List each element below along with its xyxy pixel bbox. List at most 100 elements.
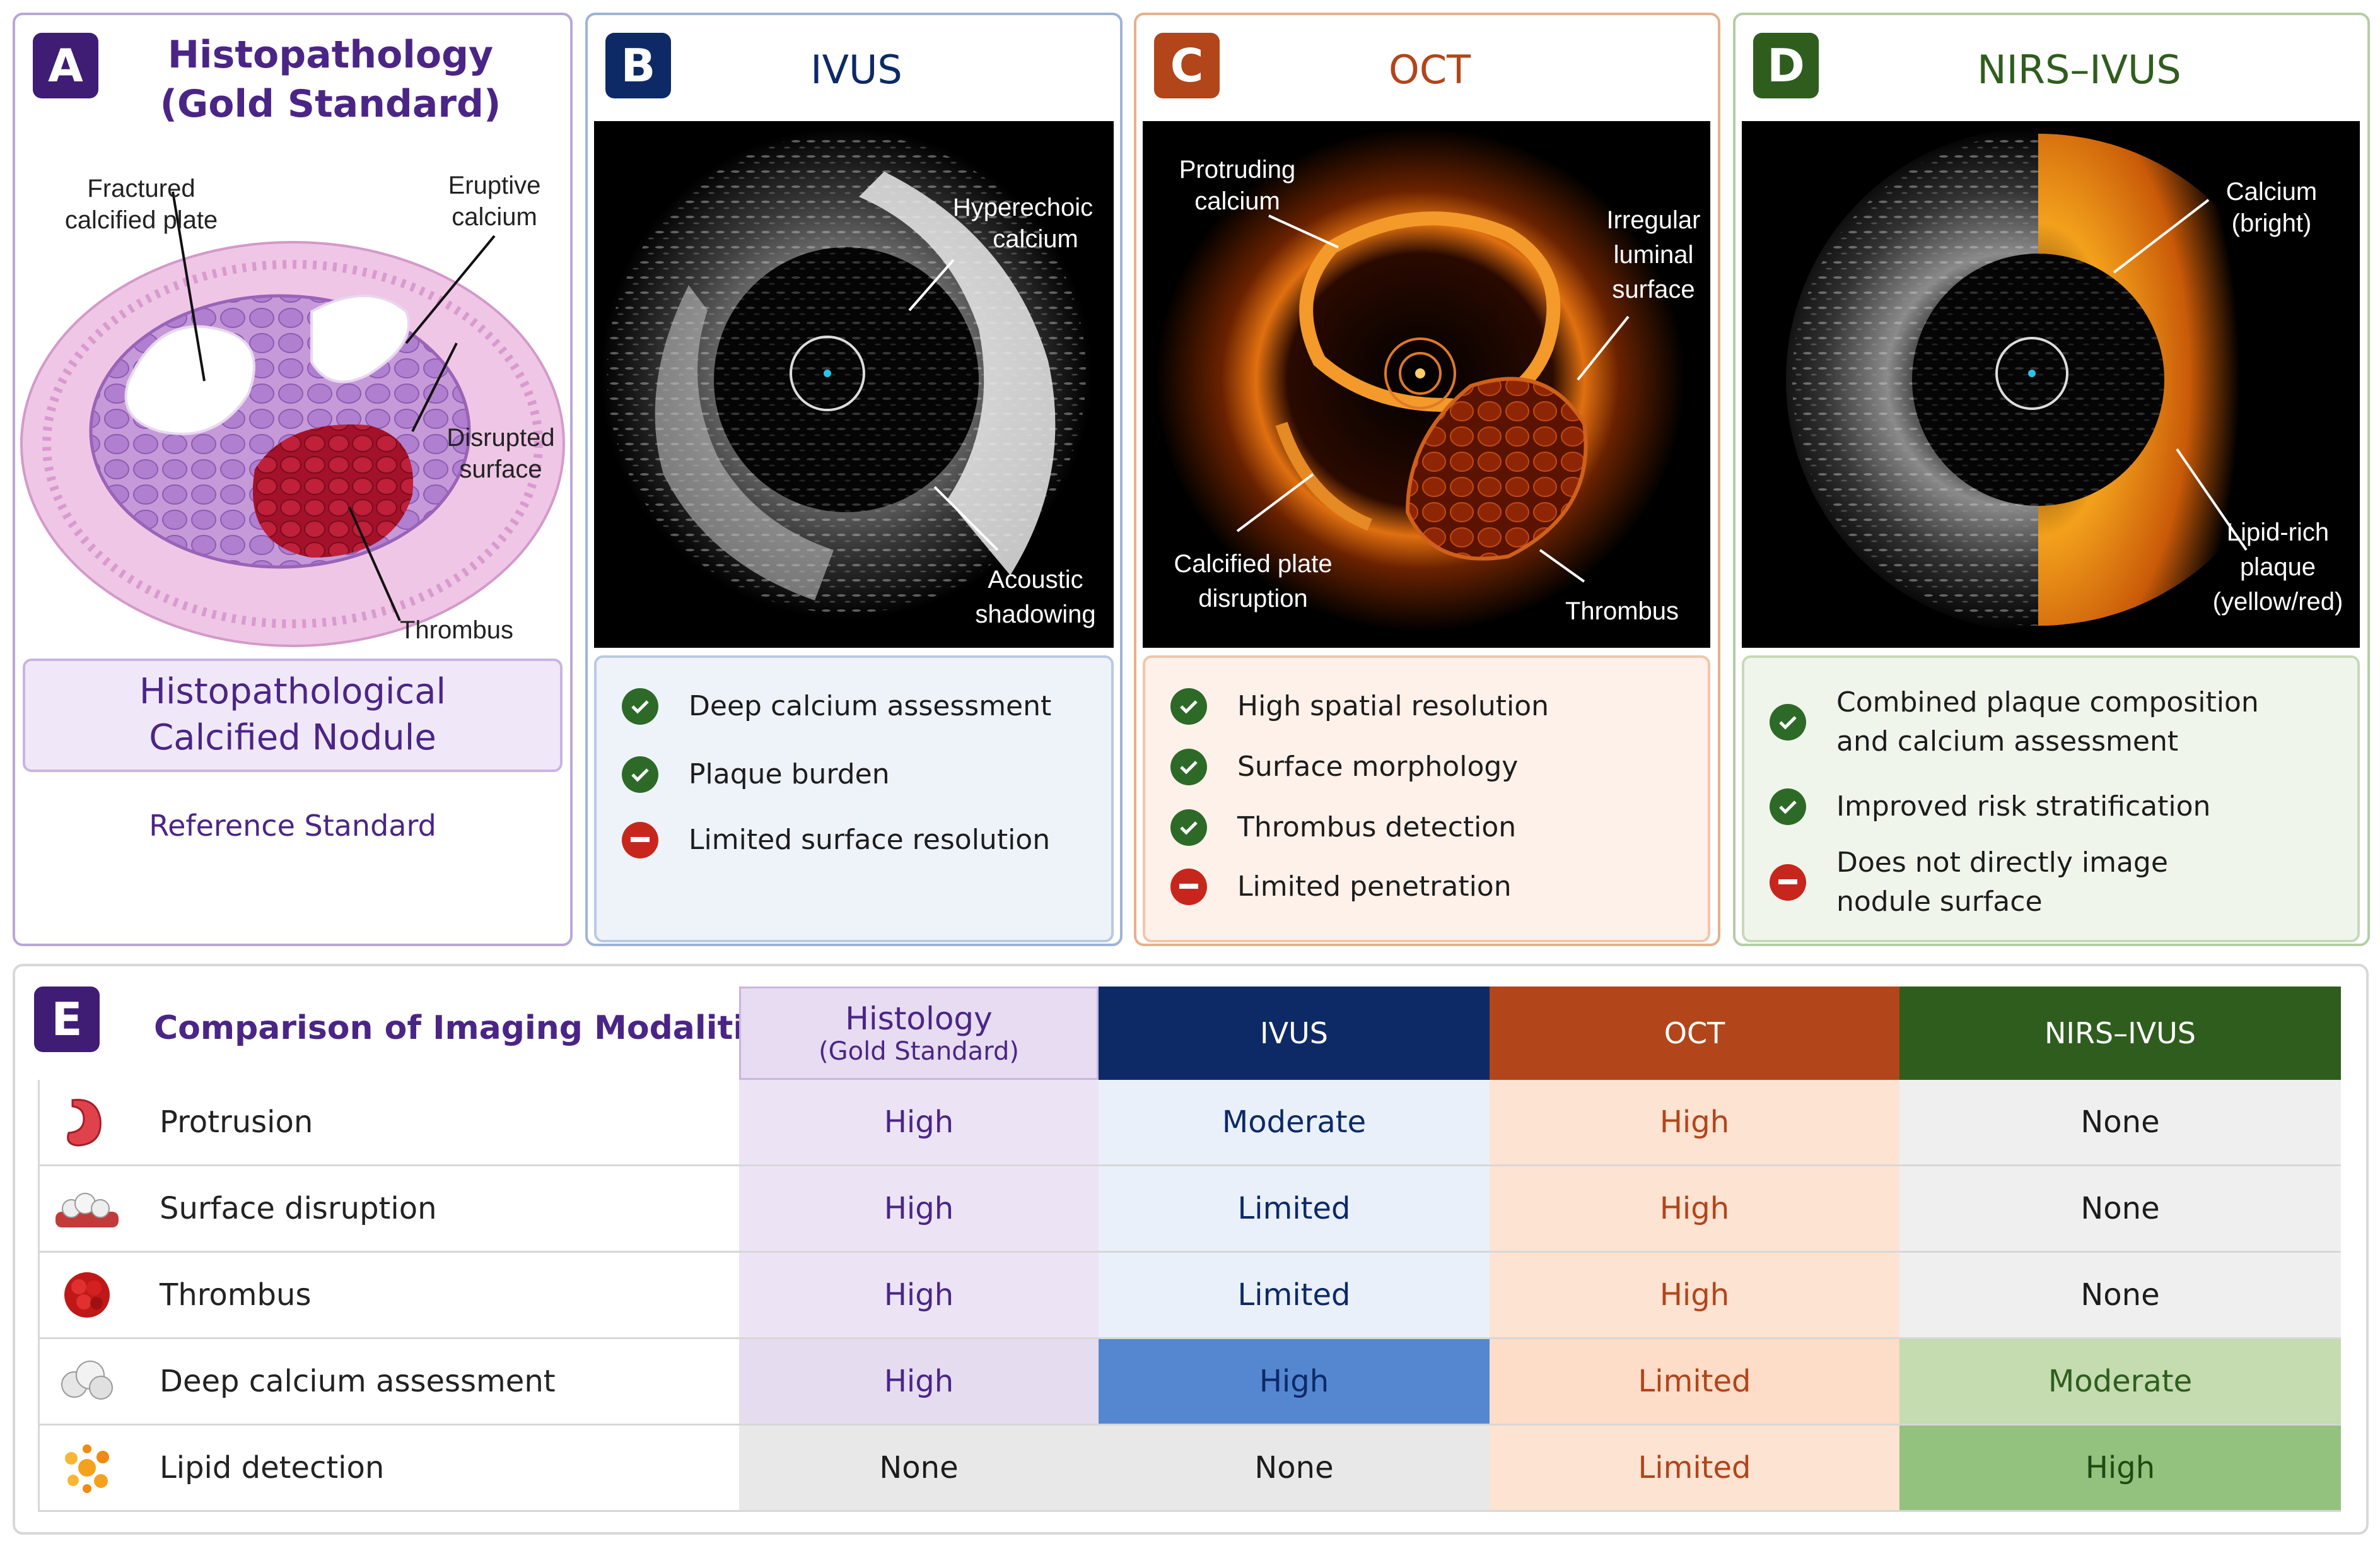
panel-b-title: IVUS <box>810 47 902 93</box>
table-cell: None <box>1099 1426 1490 1512</box>
panel-nirs-ivus: D NIRS–IVUS <box>1733 13 2370 946</box>
label-protruding-1: Protruding <box>1179 156 1296 184</box>
check-icon <box>622 756 658 793</box>
calcium-icon <box>40 1356 134 1407</box>
oct-feature-0: High spatial resolution <box>1170 687 1549 726</box>
ivus-feature-1-text: Plaque burden <box>689 758 890 790</box>
table-cell: High <box>1490 1253 1899 1339</box>
nirs-feature-1: Improved risk stratification <box>1770 787 2210 826</box>
label-acoustic-2: shadowing <box>975 600 1095 628</box>
histopathological-box: Histopathological Calcified Nodule <box>23 659 563 772</box>
nirs-feature-2: Does not directly image nodule surface <box>1770 843 2168 921</box>
comparison-title: Comparison of Imaging Modalities <box>154 1009 786 1047</box>
table-row-label: Protrusion <box>38 1080 739 1166</box>
table-cell: High <box>739 1080 1099 1166</box>
label-acoustic-1: Acoustic <box>988 566 1083 594</box>
check-icon <box>1170 748 1207 785</box>
check-icon <box>1770 703 1806 741</box>
box-line1: Histopathological <box>139 671 446 713</box>
table-cell: High <box>739 1253 1099 1339</box>
panel-a-badge: A <box>33 33 98 98</box>
column-header-oct: OCT <box>1490 987 1899 1080</box>
histopathology-illustration <box>20 191 565 647</box>
box-line2: Calcified Nodule <box>149 717 436 758</box>
oct-feature-2-text: Thrombus detection <box>1237 811 1517 843</box>
nirs-feature-2-text-1: Does not directly image <box>1836 846 2168 879</box>
row-label-text: Deep calcium assessment <box>160 1364 556 1399</box>
table-row-label: Lipid detection <box>38 1426 739 1512</box>
row-label-text: Protrusion <box>160 1104 313 1140</box>
minus-icon <box>1770 864 1806 901</box>
table-cell: Moderate <box>1899 1339 2341 1426</box>
label-lipid-1: Lipid-rich <box>2227 518 2329 546</box>
ivus-feature-0: Deep calcium assessment <box>622 687 1051 726</box>
table-cell: High <box>739 1166 1099 1253</box>
table-cell: Limited <box>1490 1426 1899 1512</box>
label-irregular-3: surface <box>1612 276 1695 303</box>
panel-d-badge: D <box>1753 33 1819 98</box>
table-cell: None <box>1899 1080 2341 1166</box>
panel-e-badge: E <box>34 987 100 1052</box>
label-thrombus: Thrombus <box>1565 597 1679 625</box>
ivus-feature-0-text: Deep calcium assessment <box>689 690 1052 722</box>
label-fractured-2: calcified plate <box>65 206 218 234</box>
label-calcium-1: Calcium <box>2226 178 2317 206</box>
nirs-feature-2-text-2: nodule surface <box>1836 885 2043 918</box>
table-cell: High <box>739 1339 1099 1426</box>
label-disrupted-2: surface <box>459 455 542 483</box>
panel-a-labels: Fractured calcified plate Eruptive calci… <box>65 172 555 644</box>
nirs-feature-0-text-2: and calcium assessment <box>1836 725 2179 758</box>
ivus-feature-2-text: Limited surface resolution <box>689 824 1051 856</box>
row-label-text: Thrombus <box>160 1277 312 1313</box>
panel-a-title: Histopathology (Gold Standard) <box>110 30 551 129</box>
row-label-text: Lipid detection <box>160 1450 385 1485</box>
minus-icon <box>622 821 658 858</box>
column-header-nirs: NIRS–IVUS <box>1899 987 2341 1080</box>
table-cell: Limited <box>1099 1166 1490 1253</box>
table-cell: Limited <box>1490 1339 1899 1426</box>
oct-feature-3: Limited penetration <box>1170 867 1512 906</box>
nirs-feature-1-text: Improved risk stratification <box>1836 790 2211 823</box>
oct-feature-1-text: Surface morphology <box>1237 751 1519 783</box>
column-histology-sub: (Gold Standard) <box>819 1037 1019 1066</box>
label-eruptive-1: Eruptive <box>448 172 541 199</box>
table-cell: High <box>1099 1339 1490 1426</box>
label-thrombus: Thrombus <box>400 616 513 644</box>
table-cell: High <box>1490 1166 1899 1253</box>
panel-ivus: B IVUS <box>585 13 1123 946</box>
panel-comparison-table: E Comparison of Imaging Modalities Histo… <box>13 964 2369 1535</box>
label-fractured-1: Fractured <box>87 175 195 202</box>
table-cell: High <box>1490 1080 1899 1166</box>
panel-a-title-line1: Histopathology <box>167 33 494 77</box>
table-cell: High <box>1899 1426 2341 1512</box>
column-header-ivus: IVUS <box>1099 987 1490 1080</box>
label-hyperechoic-2: calcium <box>993 225 1078 253</box>
table-cell: Limited <box>1099 1253 1490 1339</box>
protrusion-icon <box>40 1094 134 1151</box>
panel-c-badge: C <box>1154 33 1220 98</box>
label-hyperechoic-1: Hyperechoic <box>953 194 1093 221</box>
nirs-ivus-scan-image: Calcium (bright) Lipid-rich plaque (yell… <box>1742 121 2360 648</box>
check-icon <box>622 688 658 725</box>
table-cell: None <box>1899 1253 2341 1339</box>
check-icon <box>1170 809 1207 846</box>
oct-features-box: High spatial resolution Surface morpholo… <box>1143 655 1710 942</box>
minus-icon <box>1170 868 1207 905</box>
oct-scan-image: Protruding calcium Irregular luminal sur… <box>1143 121 1710 648</box>
table-row-label: Surface disruption <box>38 1166 739 1253</box>
thrombus-icon <box>40 1267 134 1323</box>
table-row-label: Thrombus <box>38 1253 739 1339</box>
row-label-text: Surface disruption <box>160 1191 437 1226</box>
ivus-feature-1: Plaque burden <box>622 755 890 794</box>
check-icon <box>1770 788 1806 825</box>
label-calcified-2: disruption <box>1198 585 1307 612</box>
table-cell: Moderate <box>1099 1080 1490 1166</box>
ivus-feature-2: Limited surface resolution <box>622 821 1050 860</box>
oct-feature-3-text: Limited penetration <box>1237 870 1512 903</box>
oct-feature-2: Thrombus detection <box>1170 808 1516 847</box>
surface-disruption-icon <box>40 1183 134 1234</box>
table-cell: None <box>739 1426 1099 1512</box>
label-lipid-3: (yellow/red) <box>2213 588 2343 616</box>
